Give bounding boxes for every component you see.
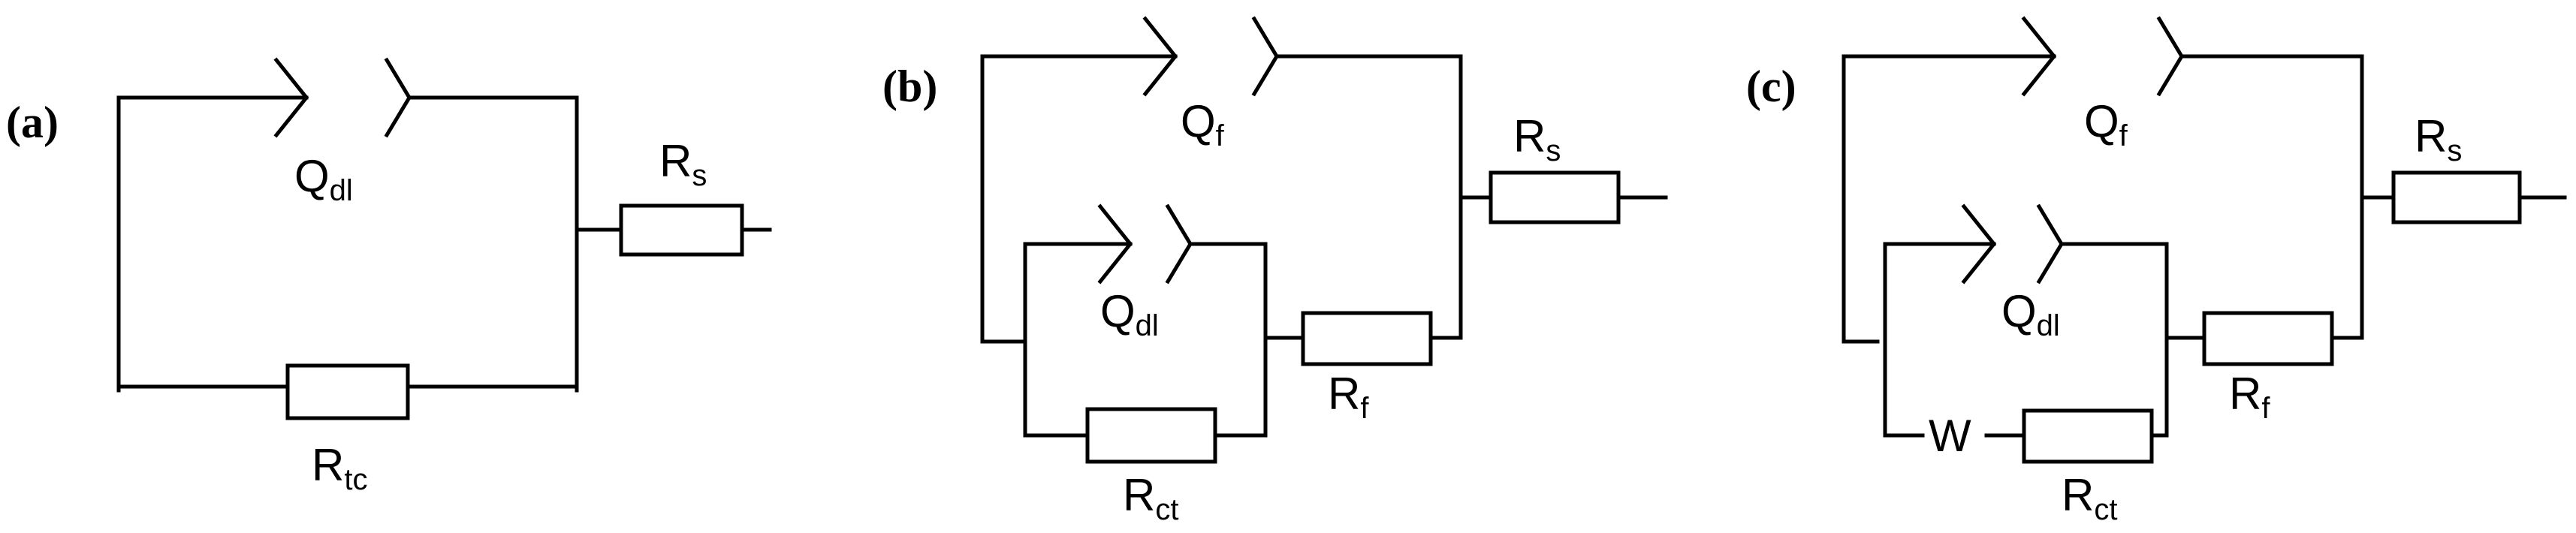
panel-b-wire-qdl-left <box>1023 242 1133 438</box>
panel-a: (a) Qdl Rs Rtc <box>6 57 772 496</box>
panel-c-wire-qdl-right <box>2059 242 2169 438</box>
panel-b-cpe-qf <box>1142 16 1279 97</box>
panel-b-resistor-rct <box>1085 407 1217 464</box>
panel-b-rf-label: Rf <box>1328 369 1369 425</box>
panel-c-label: (c) <box>1746 62 1796 111</box>
panel-b-resistor-rf <box>1301 311 1433 366</box>
panel-b-cpe-qf-left-plate <box>1142 16 1178 97</box>
panel-c-cpe-qf-left-plate <box>2021 16 2057 97</box>
panel-a-label: (a) <box>6 98 59 147</box>
panel-b-cpe-qdl-right-plate <box>1165 203 1193 285</box>
panel-c-resistor-rf <box>2202 311 2334 366</box>
panel-c-w-label: W <box>1929 411 1971 461</box>
panel-b-rct-label: Rct <box>1123 470 1178 526</box>
panel-a-resistor-rtc <box>285 363 410 420</box>
panel-b-qf-label: Qf <box>1181 96 1225 152</box>
panel-a-cpe-qdl-left-plate <box>273 57 309 138</box>
panel-a-qdl-label: Qdl <box>294 151 353 207</box>
panel-b-resistor-rs <box>1489 170 1621 224</box>
panel-a-wire-right-top <box>407 95 579 393</box>
panel-a-cpe-qdl <box>273 57 412 138</box>
panel-b-wire-qdl-right <box>1188 242 1268 438</box>
panel-c-resistor-rct <box>2022 408 2154 464</box>
panel-c-cpe-qdl-left-plate <box>1961 203 1997 285</box>
panel-c-rct-label: Rct <box>2062 470 2117 526</box>
panel-b-wire-qf-left <box>980 54 1178 344</box>
panel-b-wire-qf-right <box>1274 54 1463 340</box>
panel-c-cpe-qdl <box>1961 203 2064 285</box>
panel-c-qdl-label: Qdl <box>2001 286 2060 342</box>
panel-b-cpe-qf-right-plate <box>1251 16 1279 97</box>
panel-c-cpe-qf-right-plate <box>2156 16 2184 97</box>
panel-b-qdl-label: Qdl <box>1100 286 1159 342</box>
panel-b-cpe-qdl-left-plate <box>1097 203 1133 285</box>
panel-c-wire-qdl-left <box>1883 242 1996 438</box>
panel-a-rtc-label: Rtc <box>312 440 367 496</box>
panel-c-cpe-qdl-right-plate <box>2036 203 2064 285</box>
panel-c-rf-label: Rf <box>2229 369 2270 425</box>
panel-c-qf-label: Qf <box>2084 96 2128 152</box>
panel-c-cpe-qf <box>2021 16 2184 97</box>
panel-c-resistor-rs <box>2391 170 2522 224</box>
panel-b-label: (b) <box>882 62 937 111</box>
panel-c-rs-label: Rs <box>2415 111 2462 167</box>
panel-b-wires <box>980 54 1668 438</box>
panel-a-wires <box>116 95 772 393</box>
panel-b-rs-label: Rs <box>1513 111 1561 167</box>
panel-c-wires <box>1842 54 2567 438</box>
panel-a-wire-left-top <box>116 95 309 393</box>
panel-c-wire-qf-left <box>1842 54 2056 344</box>
panel-a-resistor-rs <box>619 203 744 257</box>
panel-c-wire-qf-right <box>2179 54 2364 340</box>
panel-a-rs-label: Rs <box>659 136 707 192</box>
panel-c: (c) <box>1746 16 2567 526</box>
panel-a-cpe-qdl-right-plate <box>384 57 412 138</box>
panel-b: (b) Qf <box>882 16 1668 526</box>
panel-b-cpe-qdl <box>1097 203 1193 285</box>
